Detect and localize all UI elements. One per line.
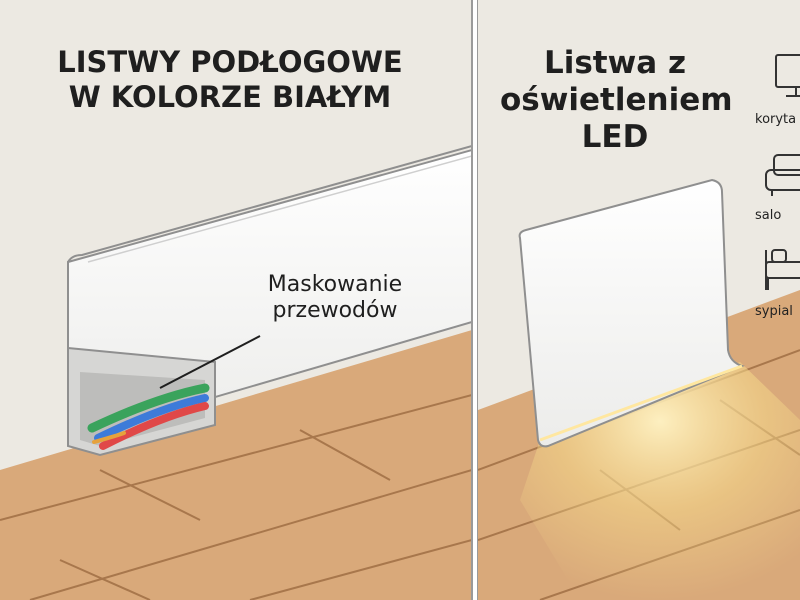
cable-bundle [87,383,210,450]
left-panel-scene [0,145,472,600]
right-panel-scene [478,0,800,600]
sofa-icon [765,154,800,196]
right-title-line-2: oświetleniem [500,82,733,119]
wire-blue [94,394,209,442]
led-strip [539,364,743,442]
right-title-line-1: Listwa z [543,45,687,81]
left-panel-title: LISTWY PODŁOGOWE W KOLORZE BIAŁYM [20,45,440,115]
wire-yellow [92,431,126,444]
room-label-bedroom: sypial [755,304,793,319]
cable-masking-callout: Maskowanie przewodów [240,272,430,325]
led-baseboard [518,178,745,448]
room-label-hallway: koryta [755,112,797,127]
callout-line-2: przewodów [272,298,398,324]
right-panel-title: Listwa z oświetleniem LED [500,45,733,157]
room-label-living-room: salo [755,208,782,223]
callout-pointer [159,335,261,389]
bed-icon [765,249,800,290]
left-title-line-1: LISTWY PODŁOGOWE [57,45,403,79]
callout-line-1: Maskowanie [267,272,403,297]
left-floor [0,330,472,600]
left-title-line-2: W KOLORZE BIAŁYM [68,79,392,114]
monitor-icon [775,54,800,97]
wire-red [99,402,209,450]
left-floor-boards [0,394,472,600]
wire-green [87,383,210,433]
right-title-line-3: LED [581,119,649,156]
